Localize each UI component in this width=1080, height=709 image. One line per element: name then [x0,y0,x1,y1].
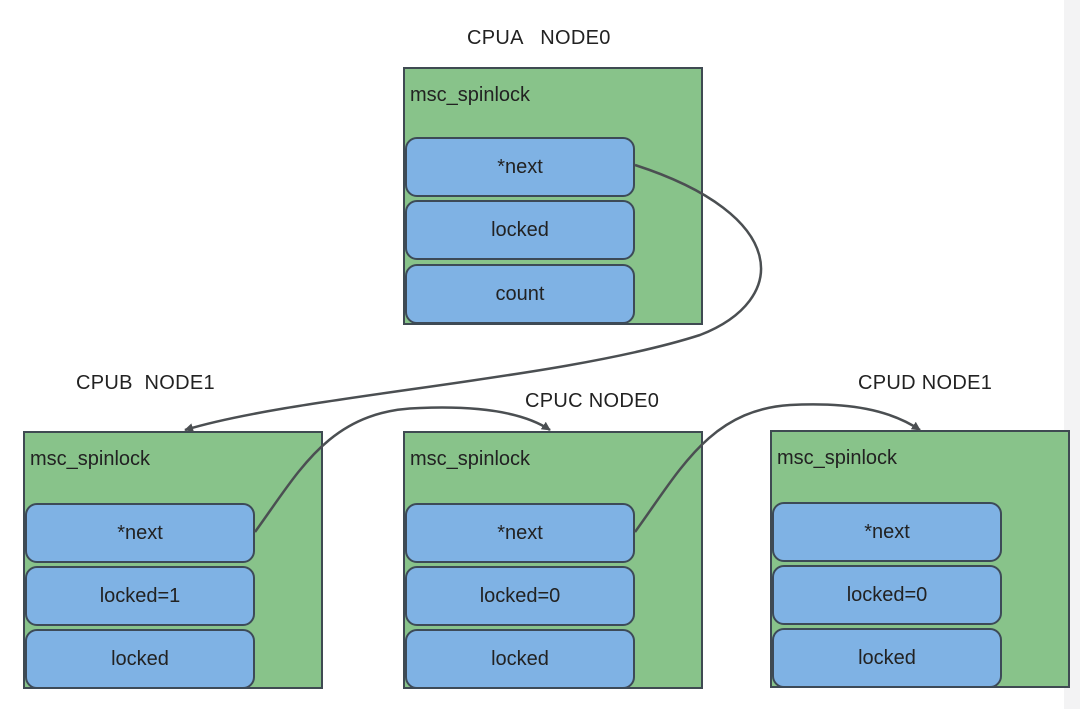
field-next: *next [25,503,255,563]
node-title-cpuc: CPUC NODE0 [525,390,660,412]
field-locked: locked [772,628,1002,688]
arrow-cpua-to-cpub [184,163,763,432]
field-locked-value: locked=0 [405,566,635,626]
field-locked-value: locked=1 [25,566,255,626]
msc-node-cpud: msc_spinlock *next locked=0 locked [770,430,1070,688]
msc-node-cpub: msc_spinlock *next locked=1 locked [23,431,323,689]
node-title-cpua: CPUA NODE0 [467,27,611,49]
node-label: msc_spinlock [410,448,531,470]
field-next: *next [405,503,635,563]
node-label: msc_spinlock [30,448,151,470]
field-count: count [405,264,635,324]
arrow-cpuc-to-cpud [633,403,921,533]
node-title-cpud: CPUD NODE1 [858,372,993,394]
field-locked-value: locked=0 [772,565,1002,625]
field-locked: locked [405,200,635,260]
node-label: msc_spinlock [777,447,898,469]
field-next: *next [772,502,1002,562]
arrow-cpub-to-cpuc [253,406,551,533]
field-locked: locked [25,629,255,689]
field-locked: locked [405,629,635,689]
msc-node-cpuc: msc_spinlock *next locked=0 locked [403,431,703,689]
node-title-cpub: CPUB NODE1 [76,372,215,394]
field-next: *next [405,137,635,197]
msc-node-cpua: msc_spinlock *next locked count [403,67,703,325]
node-label: msc_spinlock [410,84,531,106]
